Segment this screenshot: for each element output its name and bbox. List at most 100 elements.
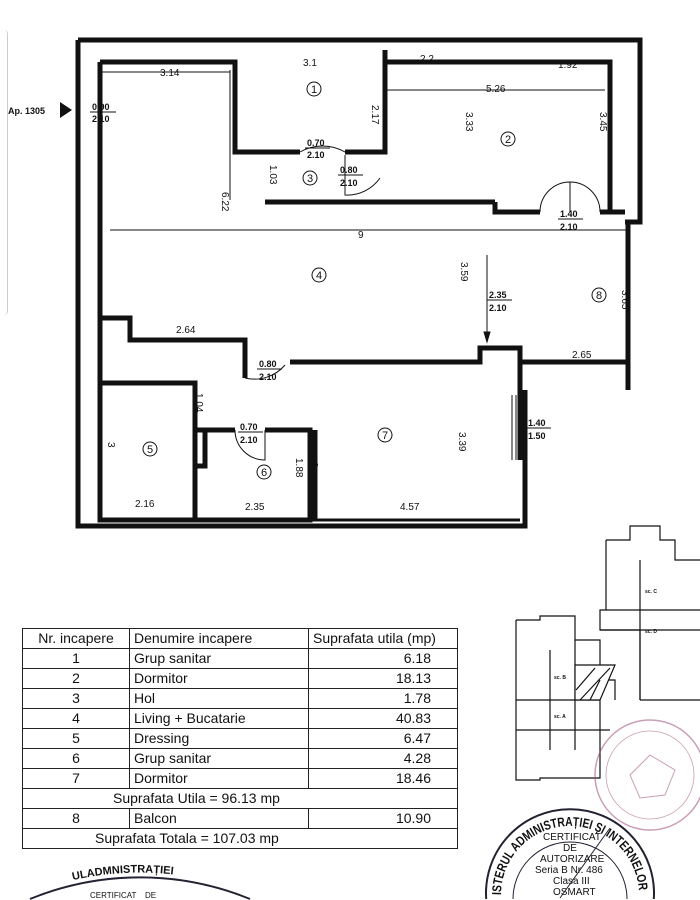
svg-text:2.65: 2.65 <box>572 350 592 361</box>
page-edge <box>0 30 8 315</box>
room-name: Dormitor <box>129 668 309 689</box>
table-header: Nr. incapere Denumire incapere Suprafata… <box>22 628 458 649</box>
room-area: 6.18 <box>308 648 458 669</box>
svg-text:6.22: 6.22 <box>219 192 230 212</box>
svg-text:6: 6 <box>261 467 267 479</box>
room-area: 4.28 <box>308 748 458 769</box>
room-name: Living + Bucatarie <box>129 708 309 729</box>
svg-text:1.50: 1.50 <box>528 431 546 441</box>
svg-text:Seria B Nr. 486: Seria B Nr. 486 <box>535 865 603 876</box>
room-name: Grup sanitar <box>129 748 309 769</box>
svg-text:3.65: 3.65 <box>619 290 630 310</box>
svg-text:CERTIFICAT: CERTIFICAT <box>90 891 136 900</box>
svg-text:4: 4 <box>316 270 322 282</box>
entrance-door-label: 0.90 2.10 <box>90 102 116 124</box>
svg-text:3.14: 3.14 <box>160 68 180 79</box>
svg-text:5: 5 <box>147 444 153 456</box>
svg-text:DE: DE <box>563 843 577 854</box>
room-number: 1 <box>22 648 130 669</box>
room-number: 2 <box>22 668 130 689</box>
svg-text:1: 1 <box>311 84 317 96</box>
header-nr: Nr. incapere <box>22 628 130 649</box>
room-area: 40.83 <box>308 708 458 729</box>
svg-text:sc. A: sc. A <box>554 714 566 720</box>
svg-text:1.03: 1.03 <box>267 165 278 185</box>
stamp-right-pink <box>594 719 700 831</box>
svg-text:5.26: 5.26 <box>486 84 506 95</box>
svg-text:1.92: 1.92 <box>558 60 578 71</box>
room-number: 3 <box>22 688 130 709</box>
svg-text:0.70: 0.70 <box>307 138 325 148</box>
entrance-arrow-icon <box>60 102 72 118</box>
room-numbers: 1 2 3 4 5 6 7 8 <box>142 81 607 480</box>
site-plan <box>515 525 700 781</box>
room-number: 7 <box>22 768 130 789</box>
door-labels: 0.702.10 0.802.10 1.402.10 2.352.10 0.80… <box>238 138 583 445</box>
svg-text:1.40: 1.40 <box>560 209 578 219</box>
svg-text:0.70: 0.70 <box>240 422 258 432</box>
rooms-table: Nr. incapere Denumire incapere Suprafata… <box>22 628 458 849</box>
svg-text:sc. D: sc. D <box>645 629 657 635</box>
svg-text:2.10: 2.10 <box>340 178 358 188</box>
svg-text:AUTORIZARE: AUTORIZARE <box>540 854 605 865</box>
header-area: Suprafata utila (mp) <box>308 628 458 649</box>
svg-text:2: 2 <box>505 134 511 146</box>
room-area: 18.13 <box>308 668 458 689</box>
header-name: Denumire incapere <box>129 628 309 649</box>
svg-text:2.10: 2.10 <box>307 150 325 160</box>
svg-text:3.1: 3.1 <box>303 58 317 69</box>
door-swings <box>100 70 630 461</box>
room-area: 1.78 <box>308 688 458 709</box>
svg-text:8: 8 <box>596 290 602 302</box>
svg-text:3: 3 <box>307 173 313 185</box>
apartment-label: Ap. 1305 <box>8 106 45 116</box>
dimension-labels: 3.14 3.1 2.2 1.92 5.26 2.17 3.33 3.45 1.… <box>105 54 630 513</box>
svg-text:DE: DE <box>145 891 156 900</box>
svg-text:2.10: 2.10 <box>92 114 110 124</box>
room-name: Grup sanitar <box>129 648 309 669</box>
svg-text:3.39: 3.39 <box>456 432 467 452</box>
svg-text:3.59: 3.59 <box>458 262 469 282</box>
svg-text:3.33: 3.33 <box>463 112 474 132</box>
room-area: 6.47 <box>308 728 458 749</box>
svg-text:2.10: 2.10 <box>259 372 277 382</box>
room-number: 5 <box>22 728 130 749</box>
svg-text:3.45: 3.45 <box>597 112 608 132</box>
svg-text:CERTIFICAT: CERTIFICAT <box>543 832 601 843</box>
table-row: 8 Balcon 10.90 <box>22 808 458 829</box>
site-section-labels: sc. C sc. D sc. B sc. A <box>554 589 657 720</box>
svg-text:2.10: 2.10 <box>240 435 258 445</box>
room-number: 6 <box>22 748 130 769</box>
svg-text:2.35: 2.35 <box>489 290 507 300</box>
svg-text:4.57: 4.57 <box>400 502 420 513</box>
room-area: 18.46 <box>308 768 458 789</box>
svg-text:sc. C: sc. C <box>645 589 657 595</box>
svg-text:1.88: 1.88 <box>293 458 304 478</box>
room-number: 4 <box>22 708 130 729</box>
svg-text:0.80: 0.80 <box>259 359 277 369</box>
svg-text:2.2: 2.2 <box>420 54 434 65</box>
svg-text:OSMART: OSMART <box>553 887 596 898</box>
room-name: Dressing <box>129 728 309 749</box>
svg-text:2.35: 2.35 <box>245 502 265 513</box>
svg-text:1.40: 1.40 <box>528 418 546 428</box>
svg-text:9: 9 <box>358 230 364 241</box>
stamp-left: ULADMNISTRAȚIEI CERTIFICAT DE <box>29 864 251 900</box>
useful-total-row: Suprafata Utila = 96.13 mp <box>22 788 458 809</box>
svg-text:2: 2 <box>308 462 319 468</box>
grand-total-row: Suprafata Totala = 107.03 mp <box>22 828 458 849</box>
svg-text:0.90: 0.90 <box>92 102 110 112</box>
svg-text:3: 3 <box>105 442 116 448</box>
svg-text:7: 7 <box>382 430 388 442</box>
room-name: Dormitor <box>129 768 309 789</box>
svg-text:sc. B: sc. B <box>554 675 566 681</box>
svg-text:2.10: 2.10 <box>560 222 578 232</box>
